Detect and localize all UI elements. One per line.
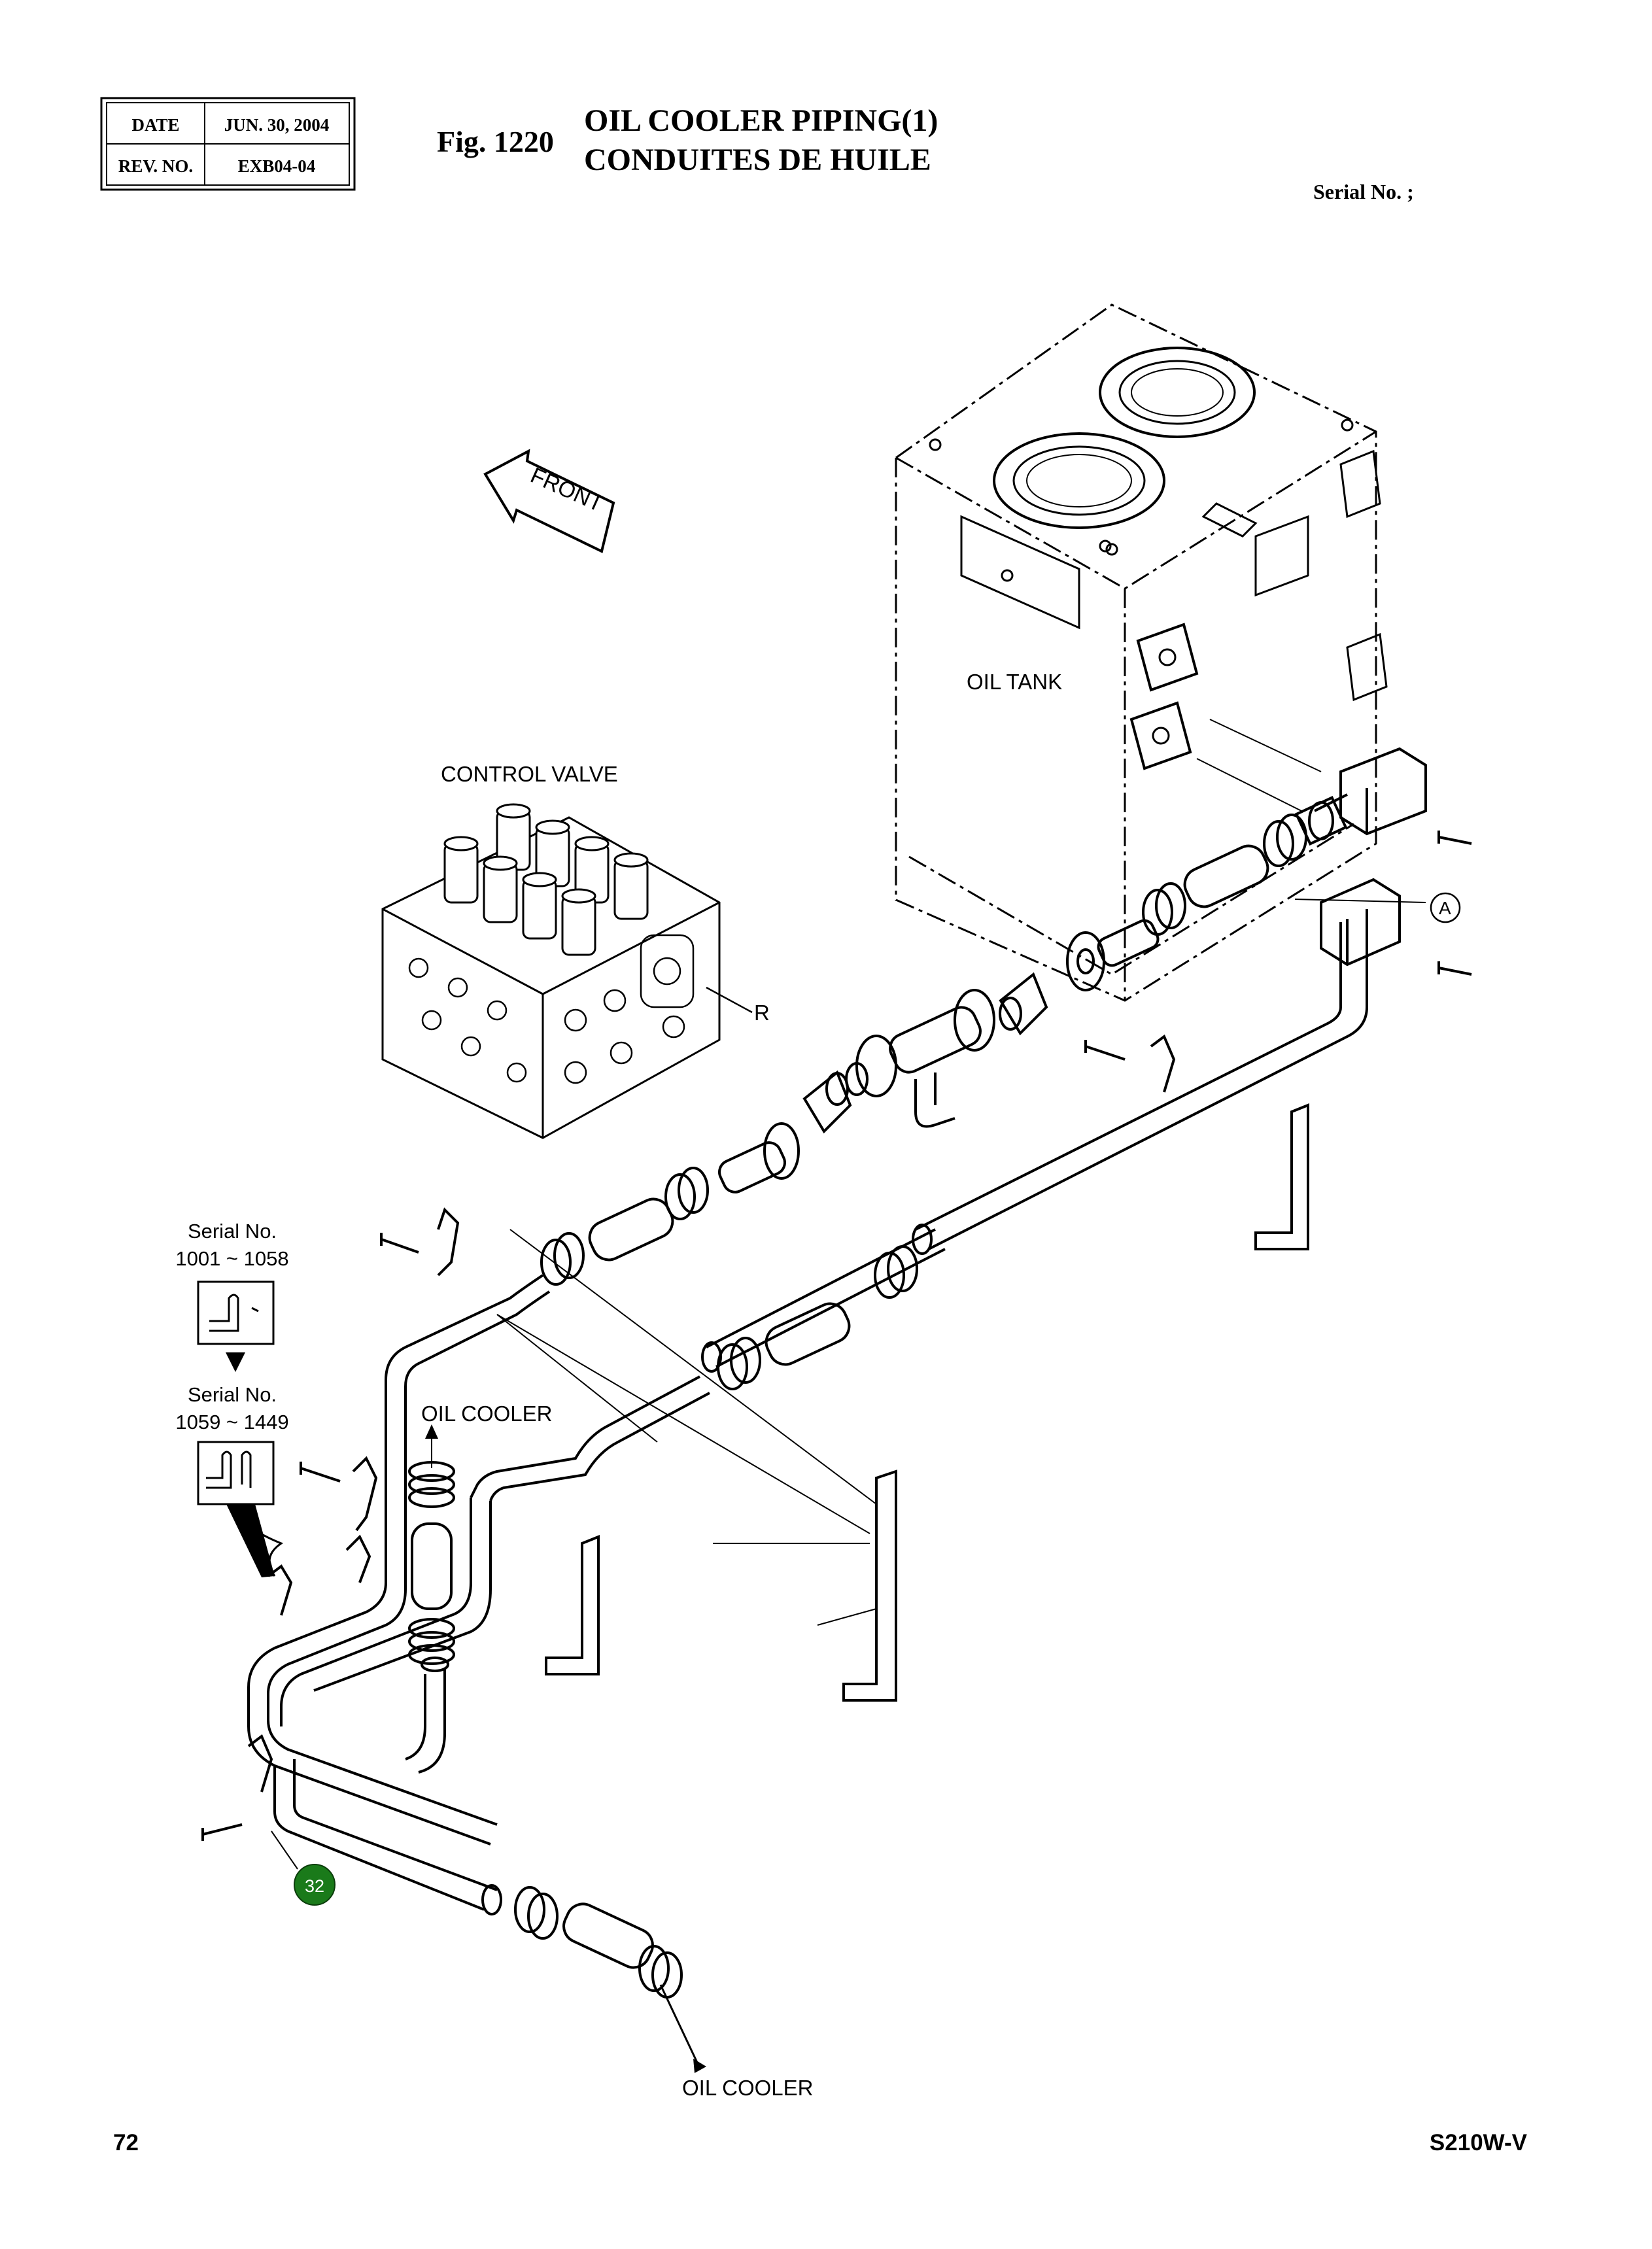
- figure-number: Fig. 1220: [437, 125, 554, 158]
- control-valve-label: CONTROL VALVE: [441, 762, 618, 786]
- piping: [201, 719, 1472, 2073]
- oil-cooler-label-upper: OIL COOLER: [421, 1401, 553, 1426]
- title-english: OIL COOLER PIPING(1): [584, 103, 938, 138]
- oil-tank: [895, 303, 1388, 1002]
- port-a-label: A: [1439, 898, 1451, 918]
- serial-number-label: Serial No. ;: [1313, 180, 1414, 203]
- revision-table: DATE JUN. 30, 2004 REV. NO. EXB04-04: [100, 97, 356, 191]
- callout-32-number: 32: [305, 1876, 324, 1896]
- control-valve: [381, 803, 721, 1139]
- rev-label: REV. NO.: [118, 156, 193, 176]
- oil-tank-label: OIL TANK: [967, 670, 1062, 694]
- serial-inset-2-range: 1059 ~ 1449: [175, 1411, 288, 1434]
- serial-inset-2-title: Serial No.: [188, 1383, 277, 1406]
- title-french: CONDUITES DE HUILE: [584, 143, 931, 177]
- serial-inset-2: Serial No. 1059 ~ 1449: [175, 1383, 289, 1577]
- serial-inset-1-title: Serial No.: [188, 1220, 277, 1243]
- model-name: S210W-V: [1430, 2130, 1528, 2155]
- port-r-label: R: [754, 1001, 770, 1025]
- page-number: 72: [113, 2130, 139, 2155]
- date-label: DATE: [131, 115, 179, 135]
- date-value: JUN. 30, 2004: [224, 115, 330, 135]
- serial-inset-1: Serial No. 1001 ~ 1058: [175, 1220, 289, 1372]
- callout-32[interactable]: 32: [294, 1864, 336, 1906]
- rev-value: EXB04-04: [238, 156, 316, 176]
- oil-cooler-label-lower: OIL COOLER: [682, 2076, 814, 2100]
- serial-inset-1-range: 1001 ~ 1058: [175, 1247, 288, 1270]
- port-a-circle: [1430, 892, 1461, 923]
- front-arrow: FRONT: [483, 449, 615, 553]
